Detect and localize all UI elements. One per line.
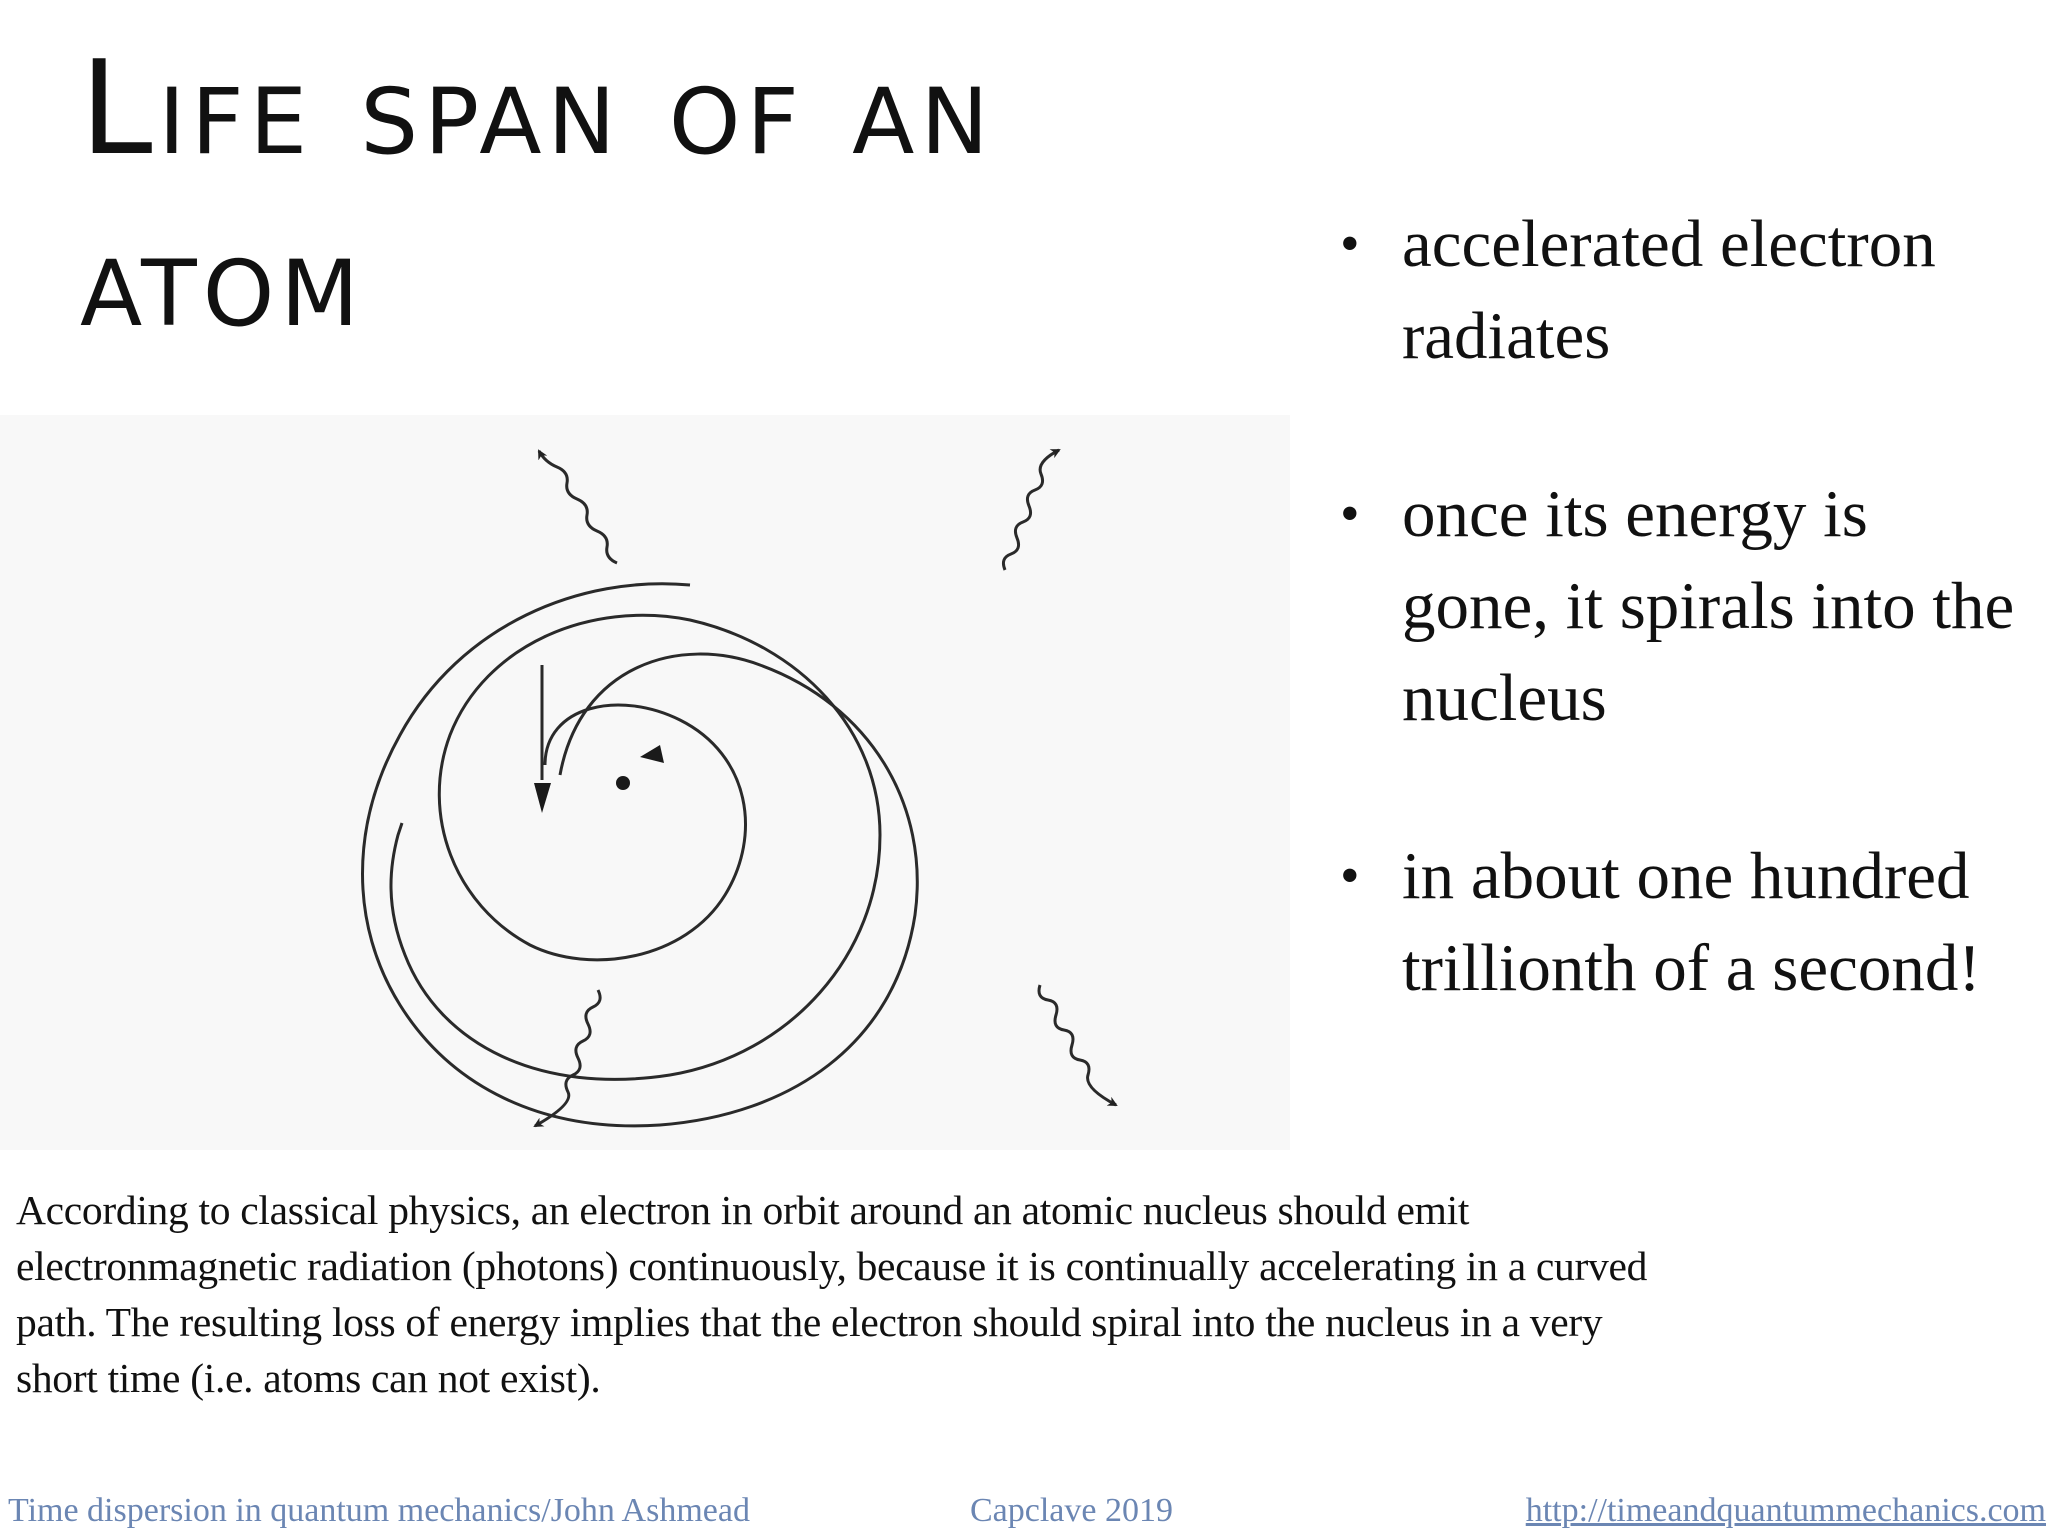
footer-event-name: Capclave 2019 (970, 1492, 1173, 1529)
atom-spiral-illustration (361, 448, 1118, 1128)
slide-title: Life span of an atom (80, 22, 995, 366)
outer-orbit-path (361, 582, 919, 1128)
electron-spiral-path (389, 613, 882, 1081)
photon-wave-top-right (1002, 448, 1061, 571)
slide-footer: Time dispersion in quantum mechanics/Joh… (0, 1492, 2048, 1536)
title-line-2: atom (80, 204, 365, 356)
bullet-item: accelerated electron radiates (1330, 198, 2030, 382)
nucleus-dot (616, 776, 630, 790)
arrowhead-inner (640, 745, 664, 763)
photon-wave-bottom-right (1037, 984, 1118, 1107)
footer-website-link[interactable]: http://timeandquantummechanics.com (1525, 1492, 2046, 1529)
bullet-item: once its energy is gone, it spirals into… (1330, 468, 2030, 744)
photon-wave-top-left (537, 449, 618, 565)
footer-presentation-title: Time dispersion in quantum mechanics/Joh… (8, 1492, 750, 1529)
arrowhead-left (534, 783, 551, 813)
bullet-item: in about one hundred trillionth of a sec… (1330, 830, 2030, 1014)
atom-spiral-figure (0, 415, 1290, 1150)
photon-wave-bottom-left (533, 989, 602, 1128)
title-line-1: Life span of an (80, 32, 995, 184)
figure-caption: According to classical physics, an elect… (16, 1187, 1648, 1401)
bullet-list: accelerated electron radiates once its e… (1330, 198, 2030, 1100)
